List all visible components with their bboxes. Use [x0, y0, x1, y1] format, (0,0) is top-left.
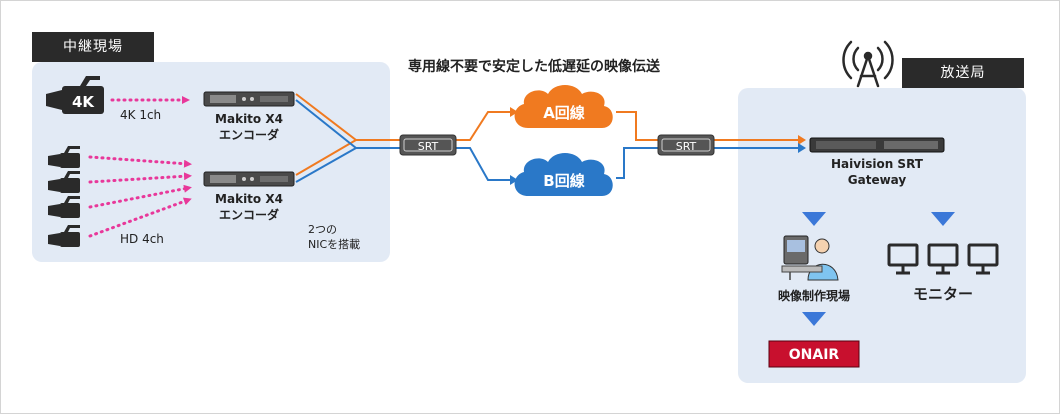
antenna-icon: [842, 40, 894, 88]
hd-camera-icons: [48, 146, 80, 247]
monitor-icons: [887, 243, 999, 275]
headline: 専用線不要で安定した低遅延の映像伝送: [408, 59, 660, 75]
cloud-a: A回線: [514, 85, 613, 128]
down-arrow-onair: [802, 312, 826, 326]
relay-site-tag: 中継現場: [32, 32, 154, 62]
down-arrow-production: [802, 212, 826, 226]
hd-camera-icon-4: [48, 225, 80, 247]
monitor-icon-1: [887, 243, 919, 275]
encoder-1-name: Makito X4 エンコーダ: [204, 111, 294, 143]
onair-label: ONAIR: [789, 347, 840, 363]
hd-camera-icon-2: [48, 171, 80, 193]
cloud-a-label: A回線: [543, 104, 585, 122]
encoder-2-line2: エンコーダ: [218, 208, 279, 222]
nic-line1: 2つの: [308, 223, 337, 236]
encoder-2-name: Makito X4 エンコーダ: [204, 191, 294, 223]
monitor-icon-3: [967, 243, 999, 275]
onair-badge: ONAIR: [768, 340, 860, 368]
camera-4k-icon: 4K: [46, 76, 104, 114]
gateway-line2: Gateway: [847, 173, 907, 187]
monitor-icon-2: [927, 243, 959, 275]
camera-feed-arrows: [88, 96, 192, 238]
encoder-1-line2: エンコーダ: [218, 128, 279, 142]
encoder-1-device: [203, 91, 295, 107]
camera-4k-badge: 4K: [72, 93, 95, 111]
srt-box-left: SRT: [399, 134, 457, 156]
production-label: 映像制作現場: [777, 289, 850, 303]
line-a-paths: [295, 93, 806, 176]
gateway-name: Haivision SRT Gateway: [810, 156, 944, 188]
label-4k-1ch: 4K 1ch: [120, 108, 162, 122]
down-arrows: [802, 212, 955, 326]
down-arrow-monitor: [931, 212, 955, 226]
encoder-1-line1: Makito X4: [215, 112, 283, 126]
srt-label-right: SRT: [676, 140, 697, 153]
encoder-2-device: [203, 171, 295, 187]
encoder-2-line1: Makito X4: [215, 192, 283, 206]
hd-camera-icon-1: [48, 146, 80, 168]
gateway-device: [809, 137, 945, 153]
gateway-line1: Haivision SRT: [831, 157, 923, 171]
label-hd-4ch: HD 4ch: [120, 232, 164, 246]
hd-camera-icon-3: [48, 196, 80, 218]
srt-label-left: SRT: [418, 140, 439, 153]
line-b-paths: [295, 99, 806, 185]
nic-line2: NICを搭載: [308, 238, 361, 251]
nic-note: 2つの NICを搭載: [308, 222, 360, 252]
srt-box-right: SRT: [657, 134, 715, 156]
operator-at-desk-icon: [781, 235, 839, 281]
cloud-b-label: B回線: [543, 172, 584, 190]
broadcast-station-tag: 放送局: [902, 58, 1024, 88]
cloud-b: B回線: [514, 153, 613, 196]
monitor-label: モニター: [912, 285, 973, 303]
